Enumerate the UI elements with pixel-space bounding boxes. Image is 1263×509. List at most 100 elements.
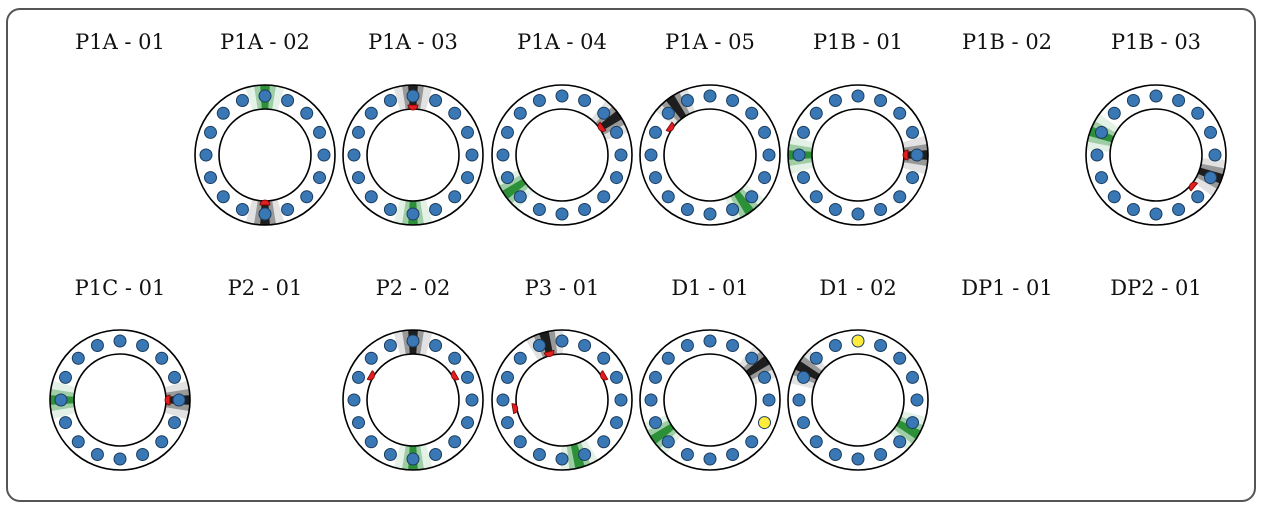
sensor-dot (300, 106, 314, 120)
green-band (501, 178, 527, 200)
ring-inner-edge (663, 353, 757, 447)
ring-inner-edge (1109, 108, 1203, 202)
ring-inner-edge (811, 108, 905, 202)
sensor-dot (661, 435, 675, 449)
sensor-dot (745, 435, 759, 449)
ring-inner-edge (515, 353, 609, 447)
sensor-dot (703, 334, 717, 348)
sensor-dot (597, 190, 611, 204)
sensor-dot (429, 448, 443, 462)
red-marker-shape (511, 403, 519, 415)
sensor-dot (406, 89, 420, 103)
sensor-dot (383, 338, 397, 352)
sensor-dot (203, 125, 217, 139)
sensor-dot (465, 393, 479, 407)
sensor-dot (610, 171, 624, 185)
sensor-dot (745, 190, 759, 204)
sensor-dot (648, 125, 662, 139)
sensor-dot (429, 203, 443, 217)
sensor-dot (792, 393, 806, 407)
sensor-dot (532, 448, 546, 462)
sensor-dot (648, 416, 662, 430)
sensor-dot (351, 370, 365, 384)
sensor-dot (597, 351, 611, 365)
sensor-dot (235, 203, 249, 217)
ring-inner-edge (366, 108, 460, 202)
sensor-dot (910, 393, 924, 407)
sensor-dot (532, 93, 546, 107)
sensor-dot (406, 334, 420, 348)
ring-outer-edge (787, 84, 929, 226)
sensor-dot (726, 448, 740, 462)
sensor-dot (313, 125, 327, 139)
red-marker-shape (902, 149, 909, 161)
sensor-ring (1085, 84, 1227, 226)
sensor-dot (762, 148, 776, 162)
sensor-dot (758, 171, 772, 185)
red-marker (543, 349, 555, 358)
sensor-dot (58, 416, 72, 430)
black-band (745, 355, 771, 377)
sensor-dot (136, 338, 150, 352)
sensor-ring (49, 329, 191, 471)
sensor-dot (461, 370, 475, 384)
sensor-dot (1204, 125, 1218, 139)
black-band (795, 360, 820, 380)
red-marker (511, 403, 519, 415)
panel-label: DP2 - 01 (1110, 276, 1202, 300)
panel-label: P1A - 01 (75, 30, 165, 54)
sensor-dot (745, 351, 759, 365)
red-marker (665, 121, 675, 132)
sensor-dot (661, 190, 675, 204)
sensor-dot (235, 93, 249, 107)
panel-label: P2 - 01 (227, 276, 303, 300)
sensor-dot (792, 148, 806, 162)
sensor-dot (758, 125, 772, 139)
sensor-dot (762, 393, 776, 407)
sensor-dot (828, 338, 842, 352)
sensor-dot (614, 393, 628, 407)
green-band (896, 420, 921, 440)
sensor-dot (1149, 207, 1163, 221)
sensor-dot (610, 416, 624, 430)
ring-inner-edge (811, 353, 905, 447)
panel-label: P2 - 02 (375, 276, 451, 300)
sensor-dot (703, 89, 717, 103)
sensor-dot (258, 89, 272, 103)
green-band (649, 423, 675, 445)
sensor-dot (406, 207, 420, 221)
sensor-dot (703, 452, 717, 466)
sensor-ring (342, 84, 484, 226)
sensor-dot (168, 416, 182, 430)
sensor-dot (513, 190, 527, 204)
sensor-dot (461, 416, 475, 430)
green-band (570, 443, 585, 469)
sensor-dot (648, 171, 662, 185)
sensor-dot (500, 171, 514, 185)
red-marker (164, 394, 171, 406)
sensor-dot (532, 338, 546, 352)
red-marker-shape (450, 370, 460, 381)
sensor-dot (661, 106, 675, 120)
sensor-dot (874, 338, 888, 352)
diagram-frame (6, 8, 1256, 502)
panel-label: P1A - 04 (517, 30, 607, 54)
panel-label: P3 - 01 (524, 276, 600, 300)
ring-outer-edge (342, 329, 484, 471)
sensor-ring (787, 84, 929, 226)
panel-label: P1B - 01 (812, 30, 904, 54)
ring-outer-edge (639, 84, 781, 226)
sensor-dot (597, 435, 611, 449)
sensor-dot (874, 203, 888, 217)
sensor-dot (500, 370, 514, 384)
black-band (665, 94, 687, 120)
sensor-dot (1094, 125, 1108, 139)
sensor-dot (610, 125, 624, 139)
sensor-dot (155, 435, 169, 449)
sensor-dot (113, 334, 127, 348)
sensor-dot (578, 203, 592, 217)
sensor-dot (364, 106, 378, 120)
sensor-dot (809, 106, 823, 120)
sensor-dot (893, 351, 907, 365)
sensor-dot (364, 435, 378, 449)
